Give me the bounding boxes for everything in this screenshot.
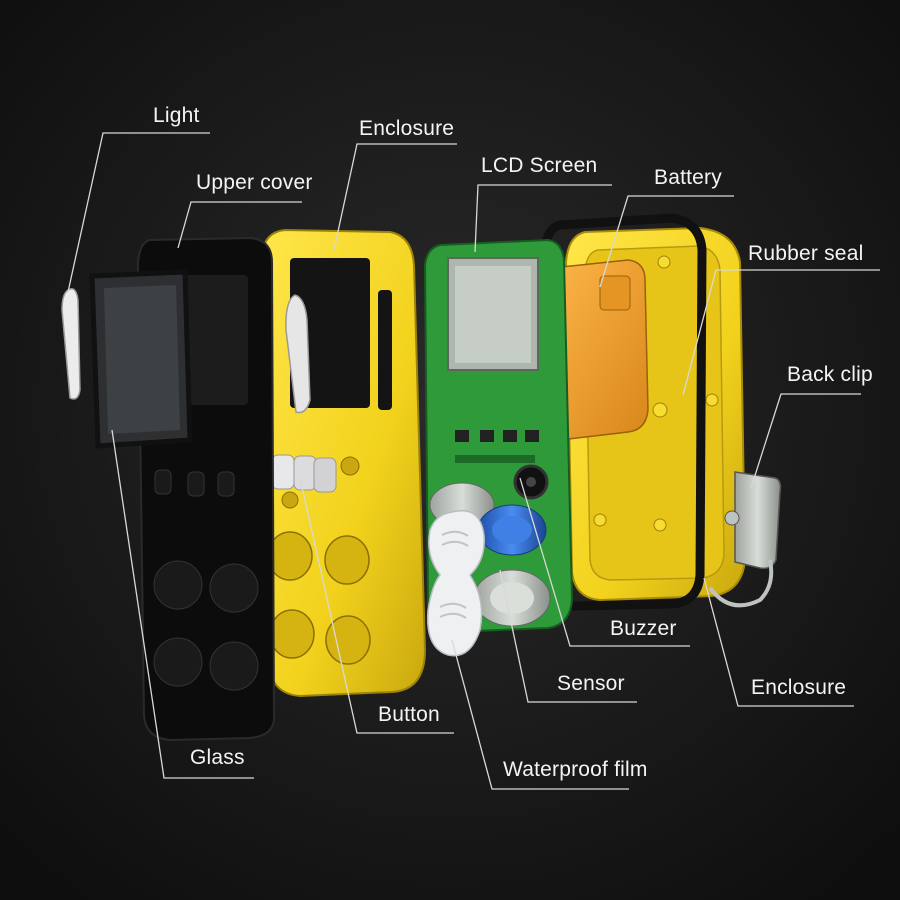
label-waterproof-film: Waterproof film <box>503 758 648 781</box>
label-lcd-screen: LCD Screen <box>481 154 598 177</box>
label-enclosure-front: Enclosure <box>359 117 455 140</box>
back-clip <box>708 471 782 608</box>
light-pipe-inner <box>285 294 311 414</box>
label-battery: Battery <box>654 166 722 189</box>
leader-lines <box>67 132 880 790</box>
button-keys <box>271 454 337 493</box>
label-buzzer: Buzzer <box>610 617 677 640</box>
label-button: Button <box>378 703 440 726</box>
label-sensor: Sensor <box>557 672 625 695</box>
glass-panel <box>89 269 193 449</box>
label-light: Light <box>153 104 200 127</box>
label-glass: Glass <box>190 746 245 769</box>
label-back-clip: Back clip <box>787 363 873 386</box>
label-rubber-seal: Rubber seal <box>748 242 864 265</box>
label-upper-cover: Upper cover <box>196 171 313 194</box>
label-enclosure-back: Enclosure <box>751 676 847 699</box>
waterproof-film <box>426 510 485 657</box>
light-pipe-outer <box>61 288 81 400</box>
